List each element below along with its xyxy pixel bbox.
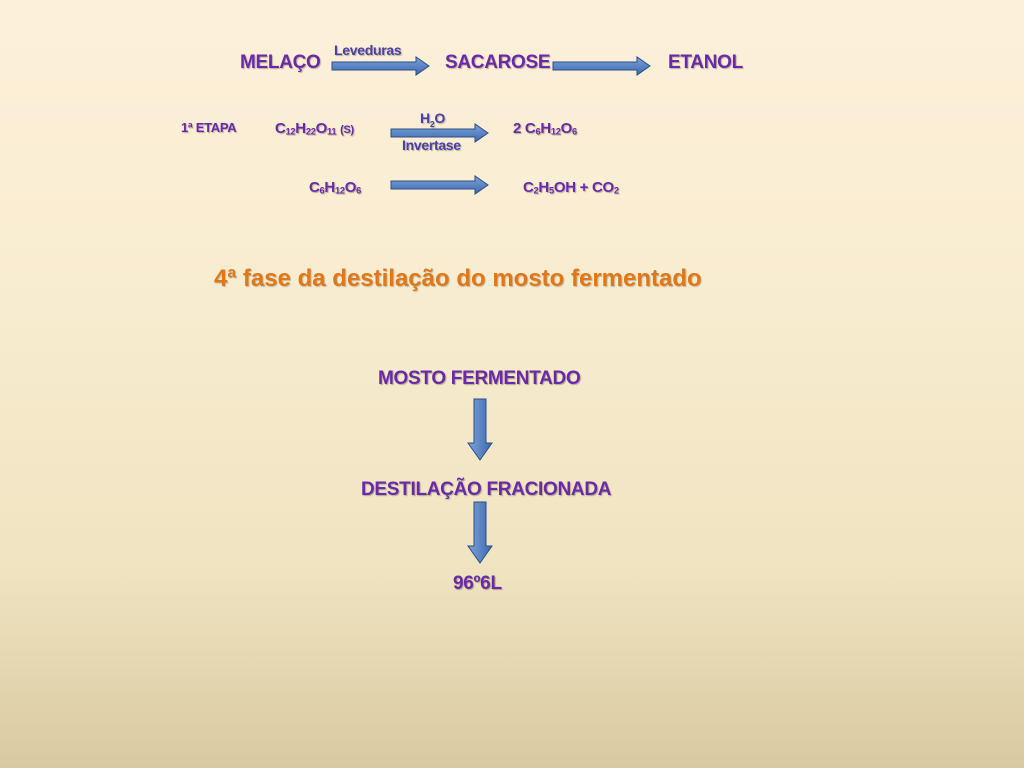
- arrow-down-icon: [467, 501, 493, 564]
- flow-step-result: 96º6L: [453, 573, 502, 594]
- section-heading: 4ª fase da destilação do mosto fermentad…: [214, 265, 702, 292]
- etapa-label: 1ª ETAPA: [181, 120, 237, 135]
- arrow-down-icon: [467, 398, 493, 461]
- leveduras-label: Leveduras: [334, 42, 402, 58]
- melaco-label: MELAÇO: [240, 52, 321, 73]
- arrow-right-icon: [390, 123, 489, 143]
- sacarose-label: SACAROSE: [445, 52, 551, 73]
- invertase-label: Invertase: [402, 137, 461, 153]
- water-label: H2O: [420, 110, 445, 129]
- glucose-formula: C6H12O6: [309, 179, 361, 196]
- sucrose-formula: C12H22O11 (S): [275, 120, 354, 137]
- arrow-right-icon: [390, 175, 489, 195]
- glucose-product-formula: 2 C6H12O6: [513, 120, 577, 137]
- etanol-label: ETANOL: [668, 52, 743, 73]
- ethanol-co2-formula: C2H5OH + CO2: [523, 179, 619, 196]
- arrow-right-icon: [331, 56, 430, 76]
- arrow-right-icon: [552, 56, 651, 76]
- flow-step-destilacao: DESTILAÇÃO FRACIONADA: [361, 479, 612, 500]
- flow-step-mosto: MOSTO FERMENTADO: [378, 368, 581, 389]
